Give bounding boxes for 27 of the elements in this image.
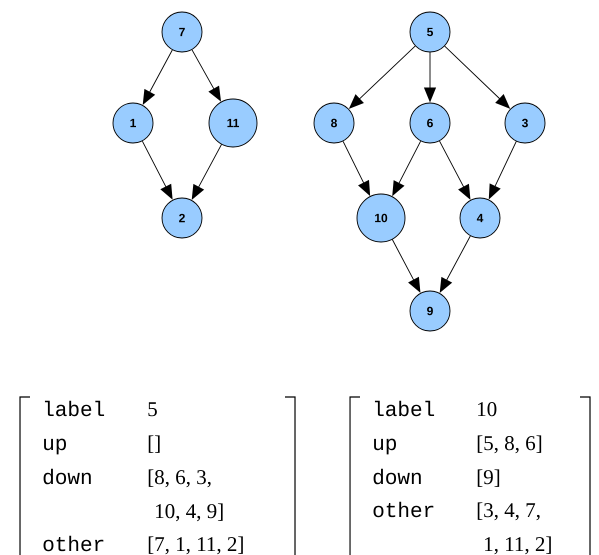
feature-value: 10	[478, 402, 496, 416]
graph-node: 2	[162, 198, 202, 238]
graph-node: 9	[410, 290, 450, 332]
feature-name: up	[374, 438, 396, 454]
feature-name: label	[374, 400, 434, 416]
graph-node: 8	[314, 102, 354, 144]
graph-node: 11	[208, 98, 258, 148]
feature-name: other	[374, 502, 434, 518]
feature-value: [7, 1, 11, 2]	[148, 536, 243, 554]
feature-name: down	[44, 468, 91, 484]
feature-name: other	[44, 536, 104, 552]
graph-node: 10	[356, 194, 406, 242]
feature-value: [8, 6, 3, 10, 4, 9]	[148, 469, 223, 522]
feature-name: up	[44, 438, 66, 454]
feature-value: [3, 4, 7, 1, 11, 2]	[478, 502, 551, 554]
graph-node: 6	[410, 102, 450, 144]
feature-name: down	[374, 468, 421, 484]
feature-value: [5, 8, 6]	[478, 435, 542, 454]
feature-name: label	[44, 400, 104, 416]
graph-node: 5	[410, 12, 450, 52]
graph-node: 4	[460, 198, 500, 238]
feature-value: 5	[148, 402, 157, 416]
graph-node: 1	[112, 102, 154, 144]
graph-node: 3	[504, 102, 546, 144]
feature-value: []	[148, 435, 160, 453]
feature-value: [9]	[478, 469, 500, 487]
graph-node: 7	[162, 12, 202, 52]
